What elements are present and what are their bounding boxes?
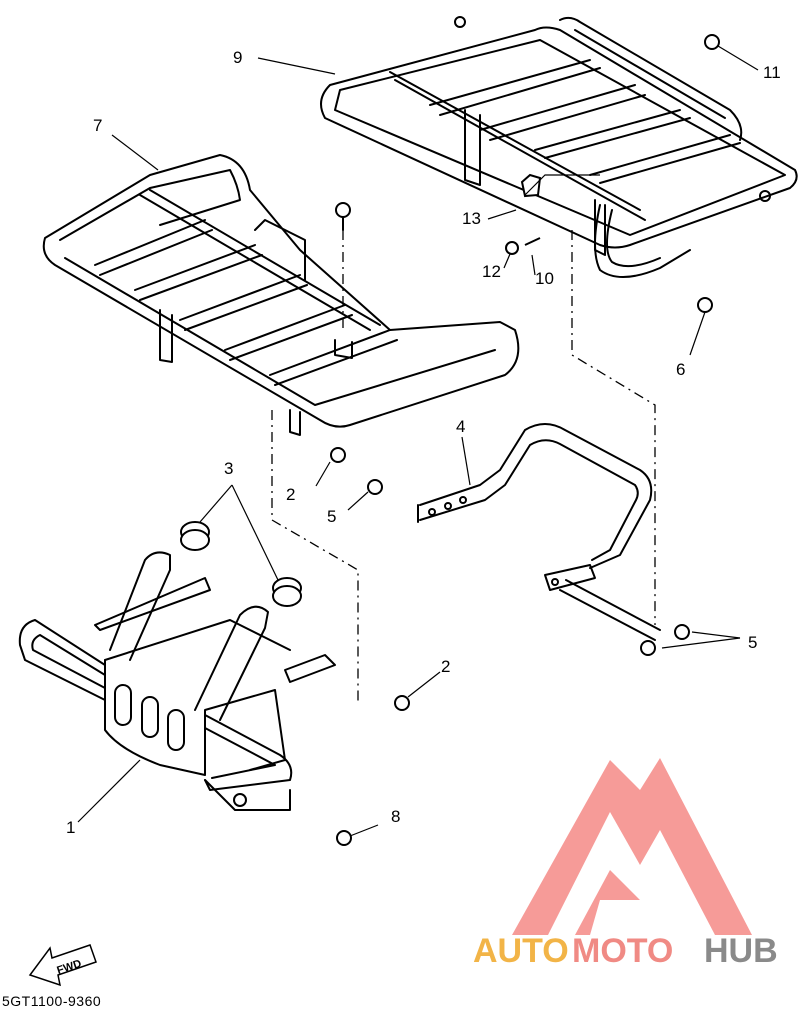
callout-6: 6 <box>676 360 685 379</box>
callout-5a: 5 <box>327 507 336 526</box>
svg-text:MOTO: MOTO <box>572 932 673 970</box>
rear-carrier <box>320 16 798 279</box>
watermark-text: AUTO MOTO HUB <box>473 932 778 970</box>
leader-lines <box>77 45 759 837</box>
front-carrier <box>42 154 520 436</box>
callout-1: 1 <box>66 818 75 837</box>
callout-11: 11 <box>763 63 781 82</box>
callout-13: 13 <box>462 209 481 228</box>
callout-5b: 5 <box>748 633 757 652</box>
svg-text:HUB: HUB <box>704 932 778 970</box>
collar-parts <box>180 521 302 607</box>
callout-12: 12 <box>482 262 501 281</box>
callout-9: 9 <box>233 48 242 67</box>
callout-7: 7 <box>93 116 102 135</box>
front-bumper <box>18 551 336 811</box>
callout-2a: 2 <box>286 485 295 504</box>
fwd-arrow-icon: FWD <box>28 944 97 987</box>
watermark-logo <box>512 758 752 935</box>
callout-2b: 2 <box>441 657 450 676</box>
callout-4: 4 <box>456 417 465 436</box>
callout-8: 8 <box>391 807 400 826</box>
dashed-alignment-lines <box>271 230 656 705</box>
callout-10: 10 <box>535 269 554 288</box>
rear-guard <box>417 423 661 641</box>
bolt-parts <box>330 34 720 846</box>
diagram-code: 5GT1100-9360 <box>2 993 102 1009</box>
callout-3: 3 <box>224 459 233 478</box>
svg-text:AUTO: AUTO <box>473 932 569 970</box>
